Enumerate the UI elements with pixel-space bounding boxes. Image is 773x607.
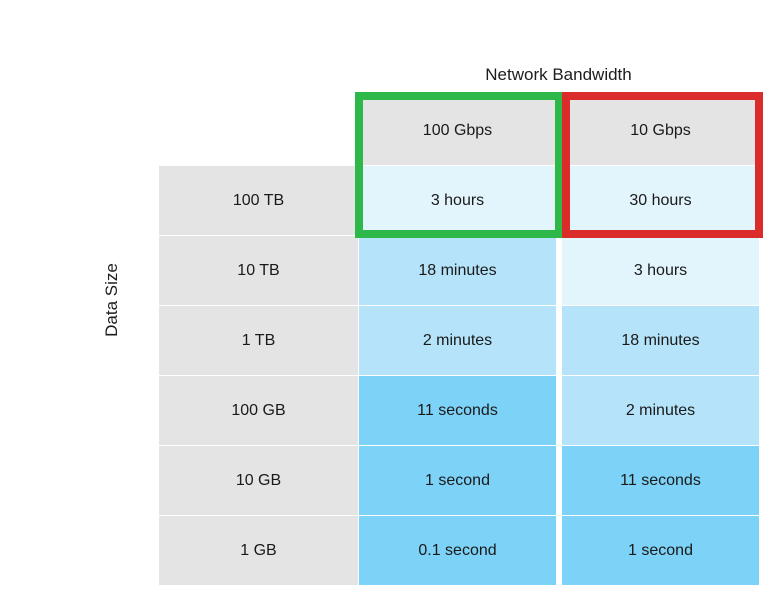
column-header-1: 100 Gbps: [359, 96, 556, 165]
column-axis-title: Network Bandwidth: [485, 65, 632, 84]
matrix-cell-r6-c2: 1 second: [562, 516, 759, 585]
row-label-2: 10 TB: [159, 236, 358, 305]
matrix-cell-r1-c1: 3 hours: [359, 166, 556, 235]
matrix-cell-r4-c1: 11 seconds: [359, 376, 556, 445]
matrix-cell-r5-c1: 1 second: [359, 446, 556, 515]
row-label-5: 10 GB: [159, 446, 358, 515]
column-header-2: 10 Gbps: [562, 96, 759, 165]
matrix-cell-r5-c2: 11 seconds: [562, 446, 759, 515]
row-label-1: 100 TB: [159, 166, 358, 235]
row-label-6: 1 GB: [159, 516, 358, 585]
matrix-cell-r6-c1: 0.1 second: [359, 516, 556, 585]
row-label-3: 1 TB: [159, 306, 358, 375]
row-axis-title: Data Size: [102, 263, 121, 337]
matrix-cell-r2-c1: 18 minutes: [359, 236, 556, 305]
matrix-cell-r2-c2: 3 hours: [562, 236, 759, 305]
matrix-cell-r3-c1: 2 minutes: [359, 306, 556, 375]
matrix-cell-r1-c2: 30 hours: [562, 166, 759, 235]
matrix-cell-r4-c2: 2 minutes: [562, 376, 759, 445]
matrix-cell-r3-c2: 18 minutes: [562, 306, 759, 375]
row-label-4: 100 GB: [159, 376, 358, 445]
